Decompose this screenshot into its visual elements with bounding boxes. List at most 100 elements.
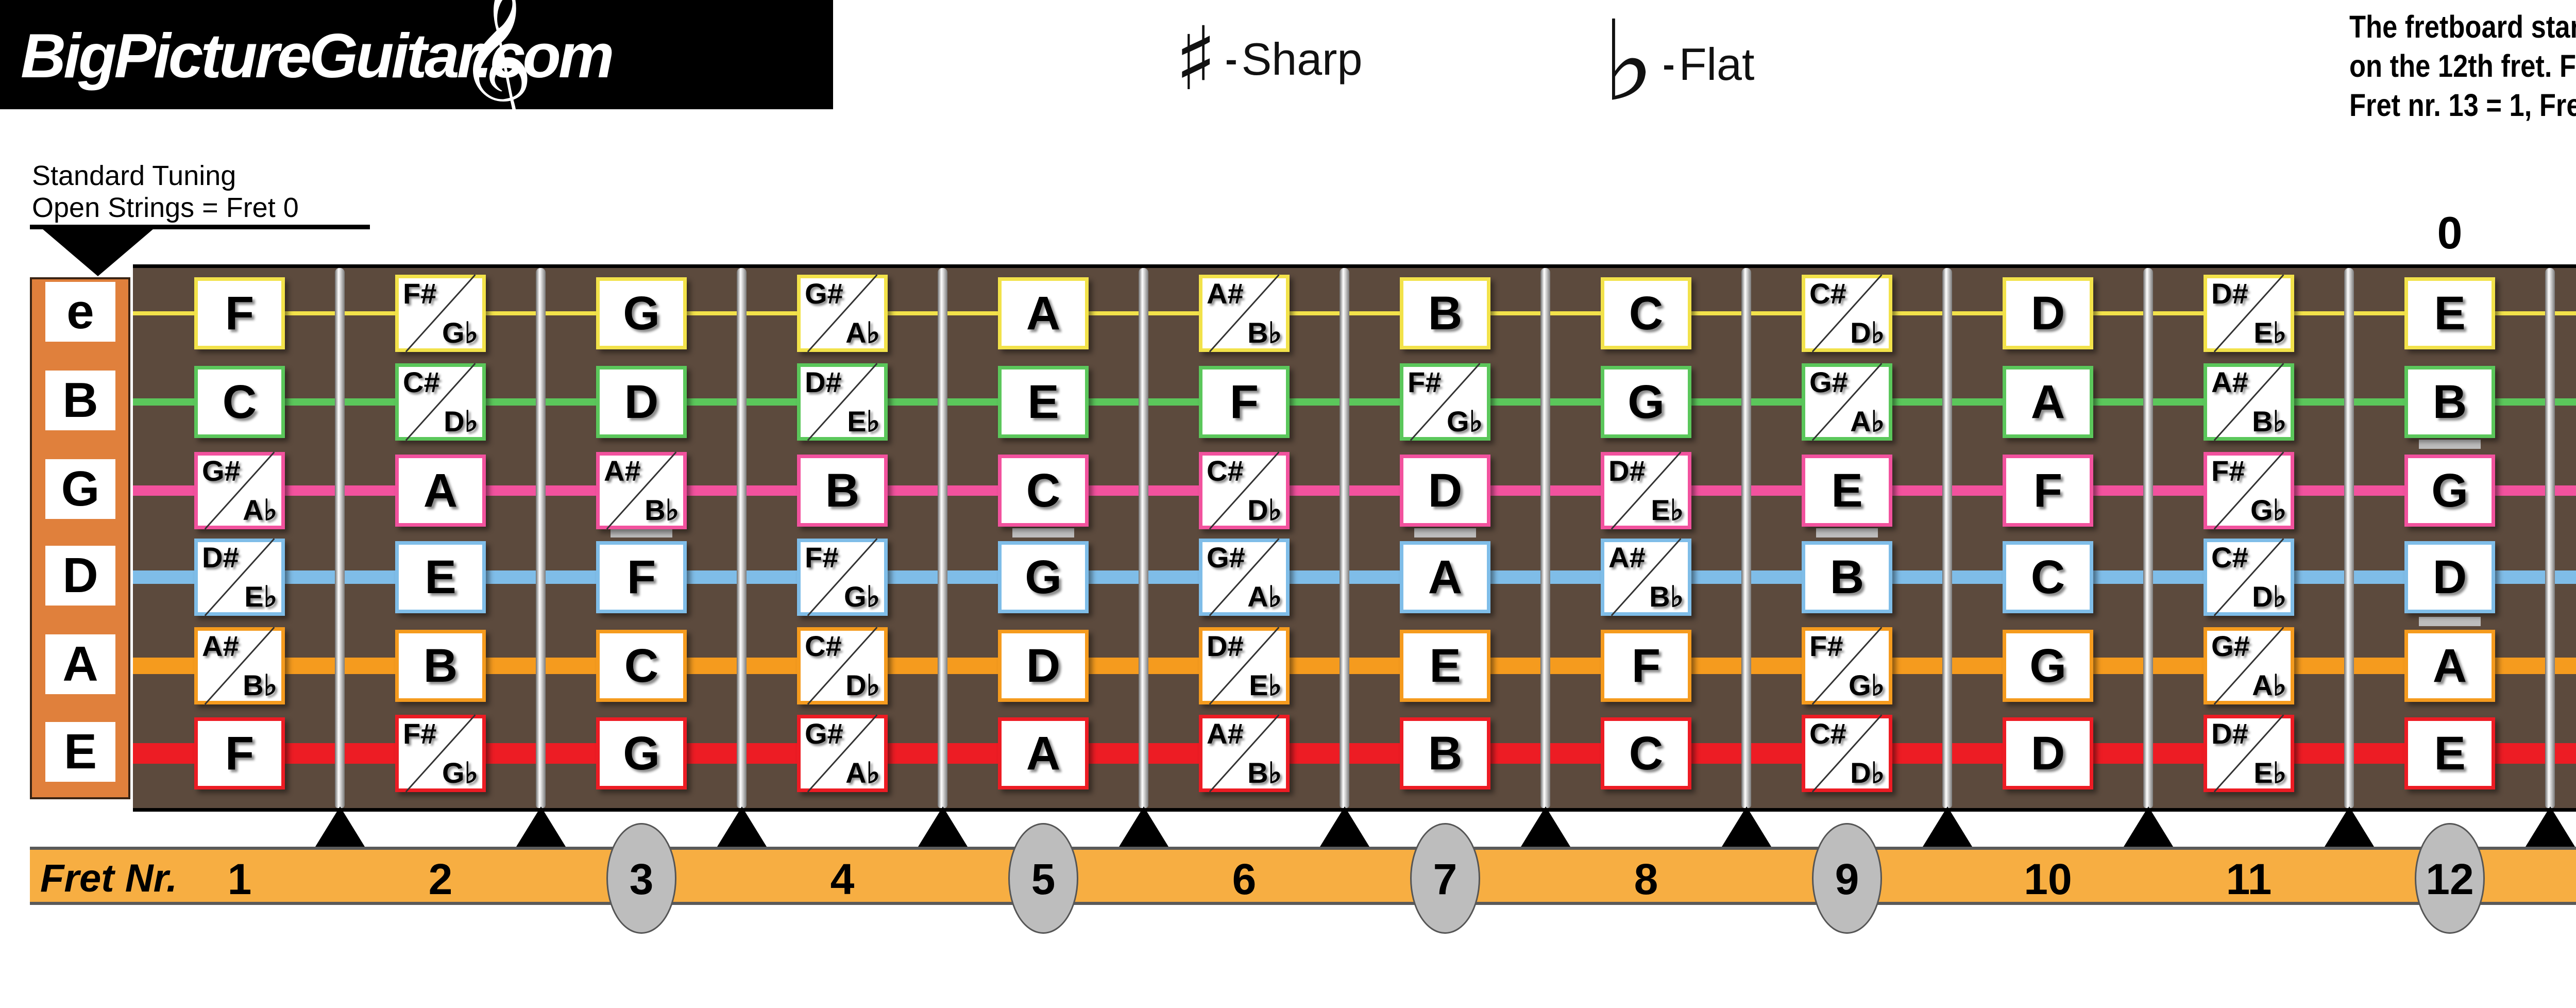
note-box-s4-f7[interactable]: A [1400, 541, 1490, 613]
note-box-s5-f4[interactable]: C#D♭ [797, 627, 888, 705]
note-box-s4-f3[interactable]: F [596, 541, 687, 613]
note-box-s1-f1[interactable]: F [194, 277, 285, 349]
note-label: C [222, 376, 257, 428]
note-box-s5-f1[interactable]: A#B♭ [194, 627, 285, 705]
note-box-s3-f3[interactable]: A#B♭ [596, 451, 687, 530]
note-box-s2-f3[interactable]: D [596, 366, 687, 438]
note-box-s3-f10[interactable]: F [2003, 455, 2093, 527]
fret-marker-oval-3 [606, 823, 676, 934]
note-box-s4-f5[interactable]: G [998, 541, 1089, 613]
note-box-s6-f5[interactable]: A [998, 717, 1089, 789]
note-box-s2-f4[interactable]: D#E♭ [797, 363, 888, 441]
note-box-s6-f11[interactable]: D#E♭ [2204, 714, 2294, 793]
fret-number-12[interactable]: 12 [2426, 855, 2474, 903]
note-box-s1-f4[interactable]: G#A♭ [797, 274, 888, 352]
note-box-s1-f10[interactable]: D [2003, 277, 2093, 349]
note-box-s5-f10[interactable]: G [2003, 630, 2093, 702]
note-label: E [2434, 287, 2466, 340]
note-box-s2-f8[interactable]: G [1601, 366, 1691, 438]
fret-number-7[interactable]: 7 [1433, 855, 1458, 903]
note-box-s6-f8[interactable]: C [1601, 717, 1691, 789]
note-box-s3-f11[interactable]: F#G♭ [2204, 451, 2294, 530]
note-box-s4-f6[interactable]: G#A♭ [1199, 538, 1290, 616]
fret-pointer-arrow-4 [918, 807, 968, 847]
fret-number-6[interactable]: 6 [1232, 855, 1257, 903]
note-box-s5-f2[interactable]: B [395, 630, 486, 702]
note-box-s2-f7[interactable]: F#G♭ [1400, 363, 1490, 441]
fret-number-5[interactable]: 5 [1031, 855, 1056, 903]
fret-number-9[interactable]: 9 [1835, 855, 1859, 903]
note-box-s2-f6[interactable]: F [1199, 366, 1290, 438]
note-sharp-label: F# [2211, 455, 2245, 487]
note-box-s1-f6[interactable]: A#B♭ [1199, 274, 1290, 352]
note-box-s5-f11[interactable]: G#A♭ [2204, 627, 2294, 705]
note-box-s3-f2[interactable]: A [395, 455, 486, 527]
note-box-s4-f8[interactable]: A#B♭ [1601, 538, 1691, 616]
note-box-s4-f2[interactable]: E [395, 541, 486, 613]
note-box-s6-f4[interactable]: G#A♭ [797, 714, 888, 793]
note-box-s4-f1[interactable]: D#E♭ [194, 538, 285, 616]
note-box-s3-f12[interactable]: G [2404, 455, 2495, 527]
open-string-cell-a[interactable]: A [45, 634, 115, 694]
fret-number-1[interactable]: 1 [227, 855, 252, 903]
note-box-s2-f5[interactable]: E [998, 366, 1089, 438]
note-box-s3-f9[interactable]: E [1802, 455, 1892, 527]
note-box-s6-f7[interactable]: B [1400, 717, 1490, 789]
note-box-s1-f2[interactable]: F#G♭ [395, 274, 486, 352]
note-box-s1-f9[interactable]: C#D♭ [1802, 274, 1892, 352]
note-label: G [2431, 464, 2468, 517]
fret-number-2[interactable]: 2 [428, 855, 453, 903]
note-box-s6-f3[interactable]: G [596, 717, 687, 789]
fret-number-4[interactable]: 4 [830, 855, 855, 903]
fret-number-11[interactable]: 11 [2226, 855, 2272, 903]
note-box-s6-f6[interactable]: A#B♭ [1199, 714, 1290, 793]
note-box-s2-f1[interactable]: C [194, 366, 285, 438]
note-box-s5-f3[interactable]: C [596, 630, 687, 702]
note-box-s4-f12[interactable]: D [2404, 541, 2495, 613]
fret-number-8[interactable]: 8 [1634, 855, 1658, 903]
note-box-s4-f11[interactable]: C#D♭ [2204, 538, 2294, 616]
note-box-s1-f7[interactable]: B [1400, 277, 1490, 349]
open-string-cell-e[interactable]: e [45, 282, 115, 342]
note-box-s6-f12[interactable]: E [2404, 717, 2495, 789]
open-string-cell-d[interactable]: D [45, 546, 115, 606]
note-box-s5-f8[interactable]: F [1601, 630, 1691, 702]
note-box-s5-f9[interactable]: F#G♭ [1802, 627, 1892, 705]
note-box-s5-f7[interactable]: E [1400, 630, 1490, 702]
note-box-s5-f5[interactable]: D [998, 630, 1089, 702]
note-box-s5-f12[interactable]: A [2404, 630, 2495, 702]
note-box-s2-f2[interactable]: C#D♭ [395, 363, 486, 441]
note-box-s4-f10[interactable]: C [2003, 541, 2093, 613]
note-flat-label: A♭ [845, 316, 880, 349]
legend-sharp-dash: - [1225, 39, 1238, 79]
fret-number-3[interactable]: 3 [629, 855, 654, 903]
open-string-cell-e[interactable]: E [45, 722, 115, 782]
note-box-s6-f1[interactable]: F [194, 717, 285, 789]
note-box-s4-f4[interactable]: F#G♭ [797, 538, 888, 616]
note-box-s6-f10[interactable]: D [2003, 717, 2093, 789]
note-box-s5-f6[interactable]: D#E♭ [1199, 627, 1290, 705]
note-box-s6-f2[interactable]: F#G♭ [395, 714, 486, 793]
note-box-s3-f1[interactable]: G#A♭ [194, 451, 285, 530]
note-box-s3-f8[interactable]: D#E♭ [1601, 451, 1691, 530]
note-box-s1-f3[interactable]: G [596, 277, 687, 349]
note-box-s1-f8[interactable]: C [1601, 277, 1691, 349]
note-box-s3-f7[interactable]: D [1400, 455, 1490, 527]
note-box-s2-f11[interactable]: A#B♭ [2204, 363, 2294, 441]
note-label: G [1628, 376, 1665, 428]
note-box-s2-f9[interactable]: G#A♭ [1802, 363, 1892, 441]
open-string-cell-g[interactable]: G [45, 459, 115, 519]
note-box-s3-f6[interactable]: C#D♭ [1199, 451, 1290, 530]
note-box-s2-f12[interactable]: B [2404, 366, 2495, 438]
note-box-s3-f5[interactable]: C [998, 455, 1089, 527]
fret-number-10[interactable]: 10 [2024, 855, 2072, 903]
note-box-s1-f5[interactable]: A [998, 277, 1089, 349]
note-box-s1-f11[interactable]: D#E♭ [2204, 274, 2294, 352]
note-sharp-label: A# [2211, 366, 2248, 398]
open-string-cell-b[interactable]: B [45, 371, 115, 430]
note-box-s3-f4[interactable]: B [797, 455, 888, 527]
note-box-s4-f9[interactable]: B [1802, 541, 1892, 613]
note-box-s1-f12[interactable]: E [2404, 277, 2495, 349]
note-box-s6-f9[interactable]: C#D♭ [1802, 714, 1892, 793]
note-box-s2-f10[interactable]: A [2003, 366, 2093, 438]
